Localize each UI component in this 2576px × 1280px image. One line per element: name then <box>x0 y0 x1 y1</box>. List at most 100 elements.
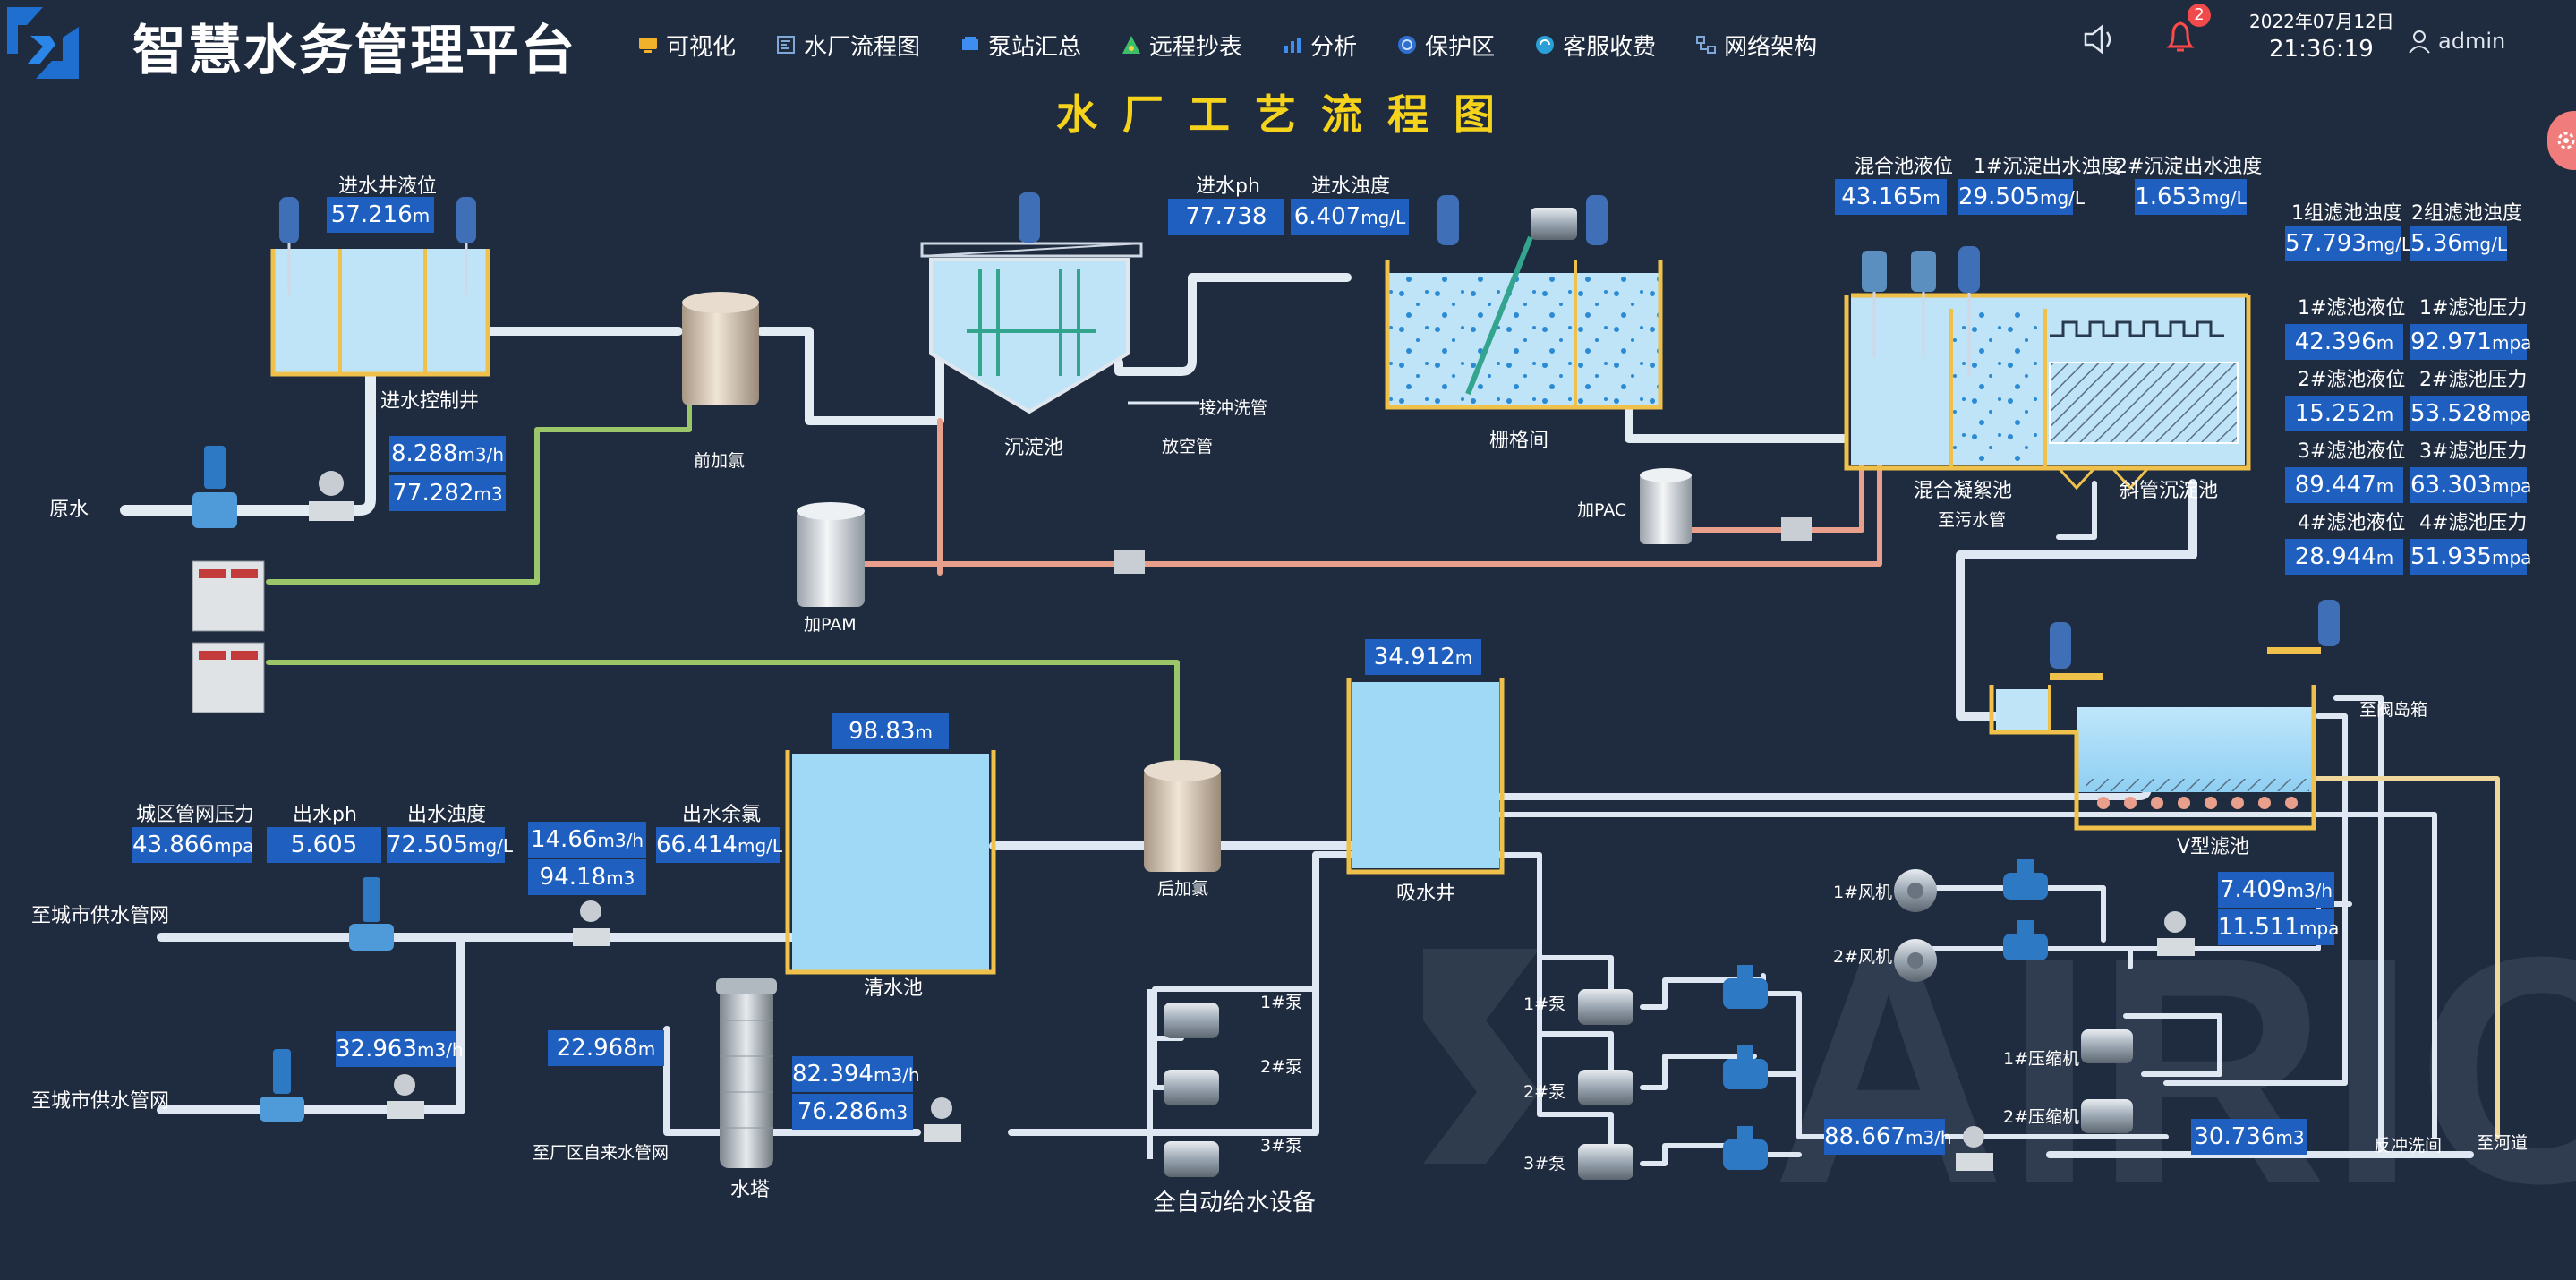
speaker-icon[interactable] <box>2082 23 2118 55</box>
nav-label: 网络架构 <box>1724 33 1818 61</box>
nav-label: 水厂流程图 <box>804 33 921 61</box>
auto-supply-pumps <box>1147 989 1219 1177</box>
suction-well-label: 吸水井 <box>1396 883 1456 905</box>
grille-room-label: 栅格间 <box>1489 430 1549 452</box>
grille-room <box>1385 195 1663 410</box>
flowchart-icon <box>777 36 796 54</box>
nav-flowchart[interactable]: 水厂流程图 <box>775 25 920 64</box>
water-tower <box>716 978 961 1168</box>
compressor-2-label: 2#压缩机 <box>2003 1107 2080 1127</box>
mixing-coagulation-pool <box>1844 246 2251 491</box>
suction-well <box>1346 678 1505 875</box>
river-label: 至河道 <box>2477 1133 2529 1153</box>
outlet-ph-label: 出水ph <box>293 804 357 826</box>
date-display: 2022年07月12日 <box>2249 11 2394 32</box>
filter1-press-label: 1#滤池压力 <box>2419 297 2528 320</box>
nav-label: 可视化 <box>666 33 737 61</box>
dosing-cabinet <box>192 560 265 713</box>
pump-icon <box>962 37 979 50</box>
main-pump-1-label: 1#泵 <box>1523 994 1566 1014</box>
user-menu[interactable]: admin <box>2408 29 2505 54</box>
filter4-level-label: 4#滤池液位 <box>2298 512 2406 534</box>
network-icon <box>1696 36 1717 54</box>
backwash-pipe-label: 接冲洗管 <box>1199 398 1268 418</box>
clear-pool-label: 清水池 <box>864 977 924 1000</box>
fan-press-value: 11.511mpa <box>2218 909 2339 945</box>
service-icon <box>1536 36 1555 54</box>
filter1-level-value: 42.396m <box>2285 324 2403 360</box>
outlet-total-value: 94.18m3 <box>528 859 646 895</box>
city-press-value: 43.866mpa <box>132 827 253 863</box>
mixer-icon <box>456 197 476 295</box>
main-pump-flow-value: 88.667m3/h <box>1824 1119 1952 1155</box>
user-icon <box>2409 30 2430 54</box>
clear-water-pool <box>785 750 996 975</box>
nav-label: 远程抄表 <box>1149 33 1243 61</box>
inlet-turbidity-value: 6.407mg/L <box>1291 199 1409 235</box>
to-city-network-1: 至城市供水管网 <box>31 905 170 927</box>
intake-level-label: 进水井液位 <box>338 175 438 198</box>
filter2-level-label: 2#滤池液位 <box>2298 369 2406 391</box>
gear-icon <box>2557 132 2575 149</box>
nav-pump-summary[interactable]: 泵站汇总 <box>960 25 1081 64</box>
pam-meter <box>1114 550 1145 574</box>
nav-label: 客服收费 <box>1563 33 1657 61</box>
nav-service[interactable]: 客服收费 <box>1534 25 1656 64</box>
filter4-press-label: 4#滤池压力 <box>2419 512 2528 534</box>
outlet-flow2-value: 32.963m3/h <box>336 1031 464 1067</box>
meter-icon <box>1122 36 1141 54</box>
inlet-ph-label: 进水ph <box>1196 175 1260 198</box>
valve-box-label: 至阀岛箱 <box>2359 700 2428 720</box>
pam-label: 加PAM <box>804 615 857 635</box>
suction-level-value: 34.912m <box>1365 639 1481 675</box>
nav-remote-meter[interactable]: 远程抄表 <box>1121 25 1242 64</box>
outlet-flow-value: 14.66m3/h <box>528 822 646 858</box>
auto-pump-2-label: 2#泵 <box>1260 1057 1303 1077</box>
outlet-chlorine-label: 出水余氯 <box>682 804 762 826</box>
sedimentation-label: 沉淀池 <box>1004 437 1064 459</box>
filter3-press-label: 3#滤池压力 <box>2419 440 2528 463</box>
sed1-turbidity-label: 1#沉淀出水浊度 <box>1974 156 2121 178</box>
water-tower-label: 水塔 <box>730 1179 771 1201</box>
notification-badge: 2 <box>2188 4 2211 27</box>
bell-icon[interactable] <box>2162 16 2198 57</box>
filter2-press-label: 2#滤池压力 <box>2419 369 2528 391</box>
outlet-valve <box>260 877 610 1122</box>
nav-analysis[interactable]: 分析 <box>1282 25 1357 64</box>
raw-water-label: 原水 <box>49 499 90 521</box>
intake-well <box>270 197 490 377</box>
outlet-chlorine-value: 66.414mg/L <box>656 827 782 863</box>
pac-label: 加PAC <box>1577 500 1627 520</box>
v-filter-label: V型滤池 <box>2177 836 2250 858</box>
filter-group2-value: 5.36mg/L <box>2410 226 2507 261</box>
filter2-press-value: 53.528mpa <box>2410 396 2531 431</box>
time-display: 21:36:19 <box>2269 36 2374 63</box>
filter-group1-label: 1组滤池浊度 <box>2291 202 2402 225</box>
intake-level-value: 57.216m <box>327 197 434 233</box>
nav-protection[interactable]: 保护区 <box>1396 25 1495 64</box>
blowers <box>1894 859 2195 982</box>
intake-well-label: 进水控制井 <box>380 390 480 413</box>
backwash-room-label: 反冲洗间 <box>2374 1136 2443 1156</box>
auto-pump-1-label: 1#泵 <box>1260 993 1303 1012</box>
filter3-level-value: 89.447m <box>2285 467 2403 503</box>
filter3-press-value: 63.303mpa <box>2410 467 2531 503</box>
mixer-icon <box>279 197 299 295</box>
compressor-1-label: 1#压缩机 <box>2003 1049 2080 1069</box>
main-nav: 可视化 水厂流程图 泵站汇总 远程抄表 分析 保护区 客服收费 网络架构 <box>637 25 1856 64</box>
outlet-ph-value: 5.605 <box>267 827 381 863</box>
tower-flow-value: 82.394m3/h <box>792 1056 920 1092</box>
nav-label: 分析 <box>1310 33 1358 61</box>
nav-visualization[interactable]: 可视化 <box>637 25 736 64</box>
sewage-pipe-label: 至污水管 <box>1938 510 2007 530</box>
post-chlorine-label: 后加氯 <box>1157 879 1209 899</box>
v-filter <box>1989 600 2340 831</box>
page-title: 水厂工艺流程图 <box>1056 90 1520 139</box>
filter-group1-value: 57.793mg/L <box>2285 226 2411 261</box>
filter1-level-label: 1#滤池液位 <box>2298 297 2406 320</box>
logo-icon <box>7 7 79 79</box>
pac-tank <box>1640 468 1812 544</box>
intake-total-value: 77.282m3 <box>389 475 506 511</box>
pre-chlorine-tank <box>682 292 759 405</box>
nav-network[interactable]: 网络架构 <box>1695 25 1817 64</box>
